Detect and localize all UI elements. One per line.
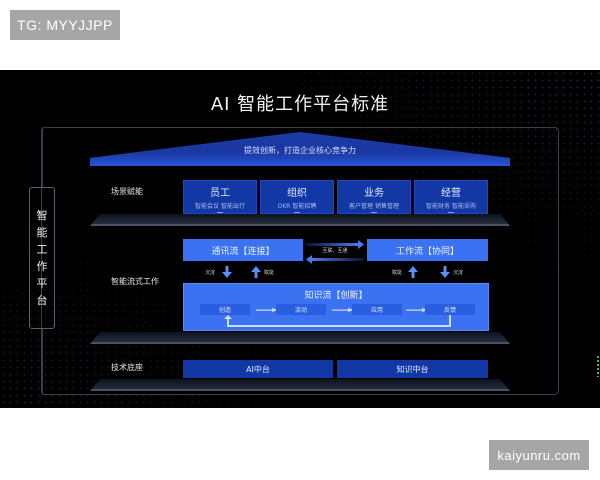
- scene-card-operations: 经营 智能财务 智能采购: [414, 180, 488, 214]
- card-subtitle: 智能财务 智能采购: [426, 203, 476, 210]
- side-char: 作: [36, 260, 48, 273]
- card-subtitle: OKR 智能招聘: [277, 203, 317, 210]
- work-flow-box: 工作流【协同】: [367, 239, 488, 261]
- knowledge-step-feedback: 反馈: [425, 304, 475, 315]
- exchange-arrows: 互联、互通: [306, 240, 364, 264]
- bidirectional-arrow-icon: [306, 240, 364, 264]
- deposit-label-left: 沉淀: [205, 270, 216, 276]
- arrow-up-icon: [408, 266, 418, 278]
- scene-card-business: 业务 客户管理 销售管理: [337, 180, 411, 214]
- card-subtitle: 客户管理 销售管理: [349, 203, 399, 210]
- card-title: 经营: [441, 188, 461, 199]
- row-label-tech: 技术底座: [111, 363, 143, 372]
- platform-frame: [41, 127, 559, 395]
- shelf-scene: [90, 214, 510, 226]
- slide-title: AI 智能工作平台标准: [210, 94, 390, 115]
- card-dash: [448, 212, 454, 213]
- row-label-scene: 场景赋能: [111, 187, 143, 196]
- scene-card-organization: 组织 OKR 智能招聘: [260, 180, 334, 214]
- deposit-label-right: 沉淀: [453, 270, 464, 276]
- side-char: 能: [36, 226, 48, 239]
- side-connector-bottom: [42, 329, 43, 395]
- card-dash: [294, 212, 300, 213]
- knowledge-step-flow: 流动: [276, 304, 326, 315]
- arrow-right-icon: [256, 308, 278, 312]
- arrow-up-icon: [251, 266, 261, 278]
- empower-label-right: 赋能: [392, 270, 403, 276]
- card-dash: [217, 212, 223, 213]
- slide: AI 智能工作平台标准 提效创新，打造企业核心竞争力 智 能 工 作 平 台 场…: [0, 70, 600, 408]
- communication-flow-box: 通讯流【连接】: [183, 239, 303, 261]
- knowledge-title: 知识流【创新】: [304, 291, 368, 301]
- watermark-top: TG: MYYJJPP: [10, 10, 120, 40]
- exchange-label: 互联、互通: [322, 248, 348, 254]
- shelf-tech: [90, 379, 510, 391]
- row-label-workflow: 智能流式工作: [111, 277, 159, 286]
- shelf-workflow: [90, 332, 510, 344]
- watermark-bottom: kaiyunru.com: [489, 440, 589, 470]
- side-char: 台: [36, 294, 48, 307]
- arrow-right-icon: [332, 308, 354, 312]
- tech-card-knowledge-middle-platform: 知识中台: [337, 360, 488, 378]
- card-title: 业务: [364, 188, 384, 199]
- roof-text: 提效创新，打造企业核心竞争力: [244, 146, 356, 155]
- tech-card-ai-middle-platform: AI中台: [183, 360, 333, 378]
- arrow-down-icon: [440, 266, 450, 278]
- side-char: 平: [36, 277, 48, 290]
- card-title: 员工: [210, 188, 230, 199]
- side-char: 智: [36, 209, 48, 222]
- side-char: 工: [36, 243, 48, 256]
- card-subtitle: 智能会议 智能出行: [195, 203, 245, 210]
- green-indicator: [596, 355, 600, 377]
- knowledge-flow-box: 知识流【创新】 创造 流动 应用 反馈: [183, 283, 489, 331]
- empower-label-left: 赋能: [264, 270, 275, 276]
- knowledge-step-create: 创造: [200, 304, 250, 315]
- knowledge-step-apply: 应用: [352, 304, 402, 315]
- arrow-down-icon: [222, 266, 232, 278]
- side-label-platform: 智 能 工 作 平 台: [29, 187, 55, 329]
- card-dash: [371, 212, 377, 213]
- scene-card-employee: 员工 智能会议 智能出行: [183, 180, 257, 214]
- feedback-loop-arrow-icon: [224, 315, 451, 327]
- card-title: 组织: [287, 188, 307, 199]
- side-connector-top: [42, 127, 43, 187]
